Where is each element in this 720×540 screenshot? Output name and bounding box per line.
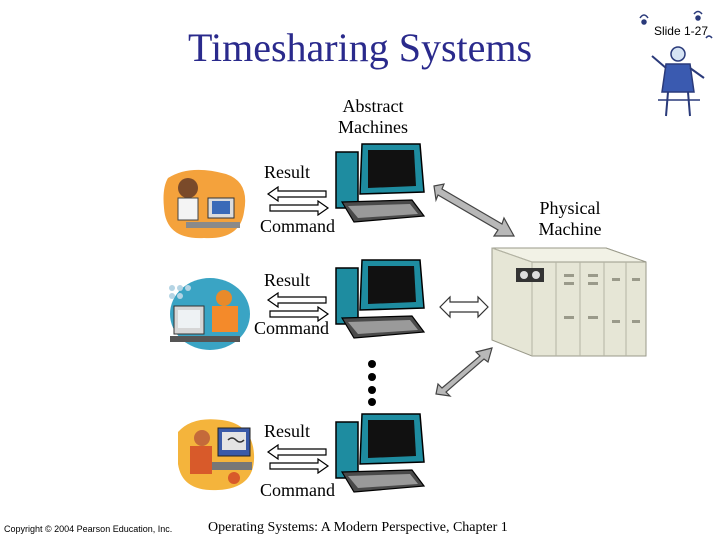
user-1-arrows: [266, 186, 330, 216]
physical-machine-line1: Physical: [539, 198, 601, 218]
terminal-1-computer-icon: [335, 143, 426, 223]
user-2-result-label: Result: [264, 270, 311, 290]
terminal-2-computer-icon: [335, 259, 426, 339]
user-3-result-label: Result: [264, 421, 311, 441]
user-2-command-label: Command: [254, 318, 329, 338]
user-with-monitor-clipart-icon: [178, 419, 255, 491]
terminal-3-computer-icon: [335, 413, 426, 493]
abstract-machines-label: Abstract Machines: [318, 96, 428, 137]
command-arrow-icon: [269, 305, 330, 322]
command-arrow-icon: [269, 199, 330, 216]
abstract-machines-line1: Abstract: [342, 96, 404, 116]
physical-machine-line2: Machine: [538, 218, 602, 239]
copyright-footer: Copyright © 2004 Pearson Education, Inc.: [4, 524, 173, 534]
result-arrow-icon: [266, 444, 327, 461]
user-1-result-label: Result: [264, 162, 311, 182]
user-at-desk-clipart-icon: [163, 169, 246, 239]
physical-machine-label: Physical Machine: [520, 198, 620, 239]
abstract-machines-line2: Machines: [338, 116, 408, 137]
slide-title: Timesharing Systems: [187, 25, 533, 70]
user-2-arrows: [266, 292, 330, 322]
conductor-clipart-icon: [639, 10, 713, 117]
ellipsis-dots-icon: [368, 360, 376, 406]
slide-number: Slide 1-27: [653, 24, 708, 38]
user-3-arrows: [266, 444, 330, 474]
result-arrow-icon: [266, 186, 327, 203]
user-at-computer-clipart-icon: [169, 278, 250, 350]
user-3-command-label: Command: [260, 480, 335, 500]
horizontal-double-arrow-icon: [439, 295, 489, 319]
user-1-command-label: Command: [260, 216, 335, 236]
course-footer: Operating Systems: A Modern Perspective,…: [208, 520, 508, 535]
result-arrow-icon: [266, 292, 327, 309]
down-diagonal-double-arrow-icon: [433, 183, 516, 237]
mainframe-clipart-icon: [491, 247, 647, 357]
up-diagonal-double-arrow-icon: [435, 347, 493, 397]
command-arrow-icon: [269, 457, 330, 474]
